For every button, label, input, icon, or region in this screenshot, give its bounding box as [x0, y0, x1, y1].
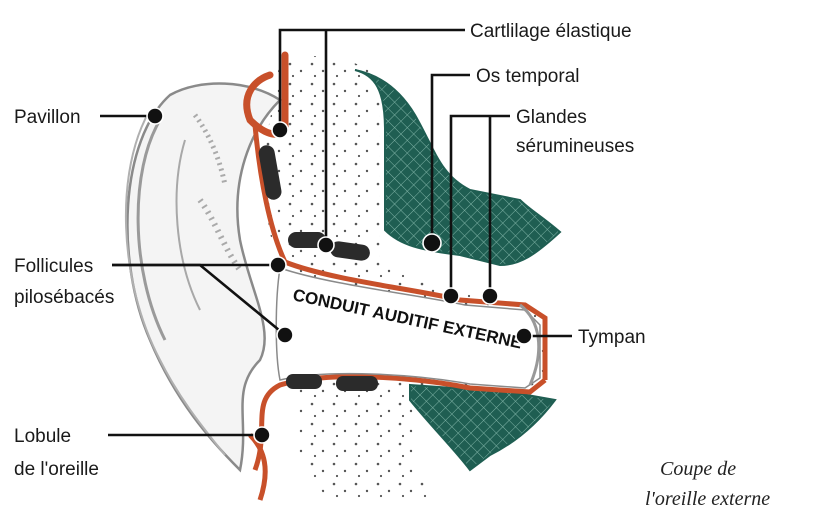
label-tympan: Tympan: [578, 327, 646, 348]
label-pavillon: Pavillon: [14, 107, 81, 128]
caption-line-2: l'oreille externe: [645, 488, 770, 510]
caption-line-1: Coupe de: [660, 458, 736, 480]
label-cartilage: Cartlilage élastique: [470, 21, 632, 42]
temporal-bone: [355, 70, 560, 265]
label-glandes: Glandes: [516, 107, 587, 128]
temporal-bone-lower: [410, 385, 555, 470]
label-de-loreille: de l'oreille: [14, 459, 99, 480]
label-os-temporal: Os temporal: [476, 66, 579, 87]
label-pilosebaces: pilosébacés: [14, 287, 114, 308]
label-follicules: Follicules: [14, 256, 93, 277]
label-lobule: Lobule: [14, 426, 71, 447]
label-serumineuses: sérumineuses: [516, 136, 634, 157]
